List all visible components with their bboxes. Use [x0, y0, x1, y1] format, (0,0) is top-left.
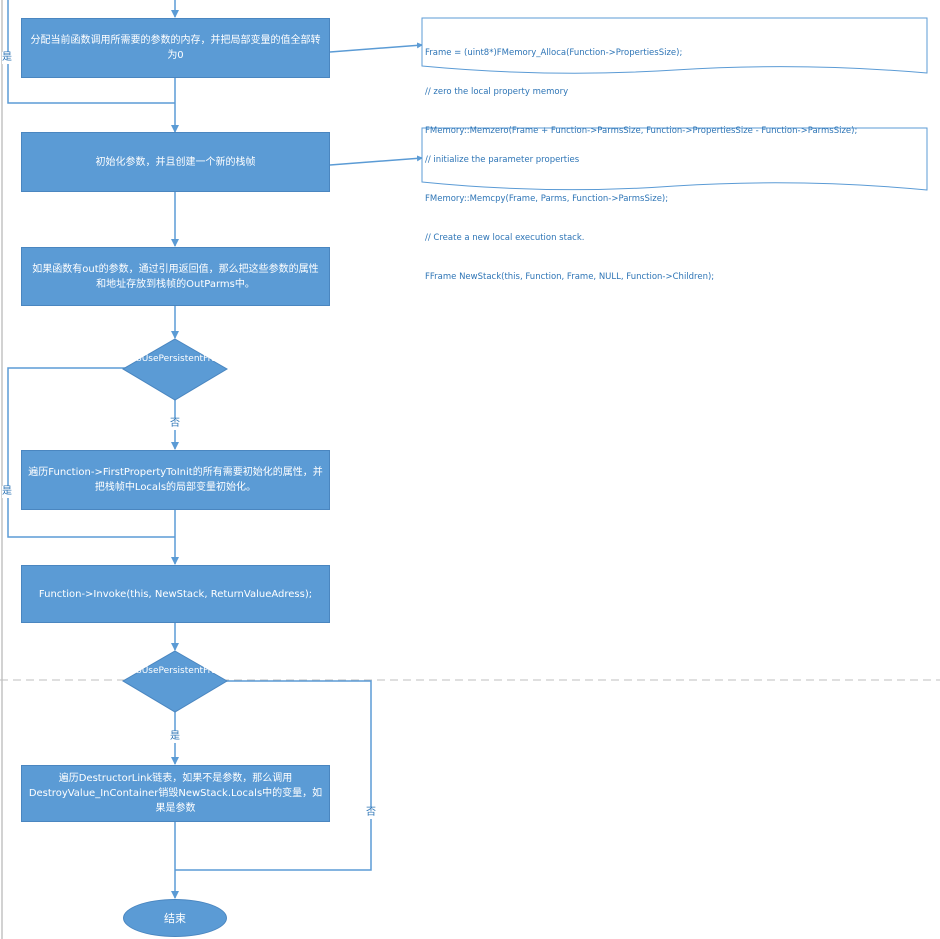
connector-d2-no	[175, 680, 372, 871]
decision-diamond-2	[122, 650, 228, 713]
process-out-params: 如果函数有out的参数，通过引用返回值，那么把这些参数的属性和地址存放到栈帧的O…	[21, 247, 330, 306]
decision-1-text: bUsePersistentFrame？	[136, 354, 241, 364]
note2-line: // initialize the parameter properties	[425, 155, 580, 165]
process-traverse-properties: 遍历Function->FirstPropertyToInit的所有需要初始化的…	[21, 450, 330, 510]
decision-2-text: bUsePersistentFrame？	[136, 666, 241, 676]
note1-line: Frame = (uint8*)FMemory_Alloca(Function-…	[425, 48, 683, 58]
process-init-params: 初始化参数，并且创建一个新的栈帧	[21, 132, 330, 192]
process-init-text: 初始化参数，并且创建一个新的栈帧	[95, 156, 256, 168]
label-yes-top: 是	[2, 52, 12, 64]
note2-line: FFrame NewStack(this, Function, Frame, N…	[425, 272, 715, 282]
note2-text: // initialize the parameter properties F…	[425, 128, 714, 297]
end-text: 结束	[164, 912, 186, 925]
end-terminal: 结束	[123, 899, 227, 937]
process-destroy-text: 遍历DestructorLink链表，如果不是参数，那么调用DestroyVal…	[28, 773, 323, 814]
note2-shape	[421, 127, 928, 191]
label-yes-d1: 是	[2, 486, 12, 498]
note1-line: FMemory::Memzero(Frame + Function->Parms…	[425, 126, 858, 136]
note2-line: // Create a new local execution stack.	[425, 233, 585, 243]
decision-diamond-1	[122, 338, 228, 401]
label-yes-d2: 是	[170, 731, 180, 743]
note1-text: Frame = (uint8*)FMemory_Alloca(Function-…	[425, 21, 857, 151]
note1-shape	[421, 17, 928, 74]
label-no-d1: 否	[170, 418, 180, 430]
note2-line: FMemory::Memcpy(Frame, Parms, Function->…	[425, 194, 669, 204]
process-invoke: Function->Invoke(this, NewStack, ReturnV…	[21, 565, 330, 623]
connector-d1-yes	[7, 367, 175, 538]
note1-line: // zero the local property memory	[425, 87, 569, 97]
connector-init-note2	[329, 155, 423, 166]
process-out-text: 如果函数有out的参数，通过引用返回值，那么把这些参数的属性和地址存放到栈帧的O…	[32, 263, 319, 290]
process-invoke-text: Function->Invoke(this, NewStack, ReturnV…	[38, 588, 313, 600]
label-no-d2: 否	[366, 807, 376, 819]
process-destroy: 遍历DestructorLink链表，如果不是参数，那么调用DestroyVal…	[21, 765, 330, 822]
process-traverse-text: 遍历Function->FirstPropertyToInit的所有需要初始化的…	[28, 467, 323, 493]
process-alloc-memory: 分配当前函数调用所需要的参数的内存，并把局部变量的值全部转为0	[21, 18, 330, 78]
process-alloc-text: 分配当前函数调用所需要的参数的内存，并把局部变量的值全部转为0	[30, 35, 321, 61]
connector-yes-top-loop	[7, 0, 175, 104]
connector-alloc-note1	[329, 42, 423, 53]
